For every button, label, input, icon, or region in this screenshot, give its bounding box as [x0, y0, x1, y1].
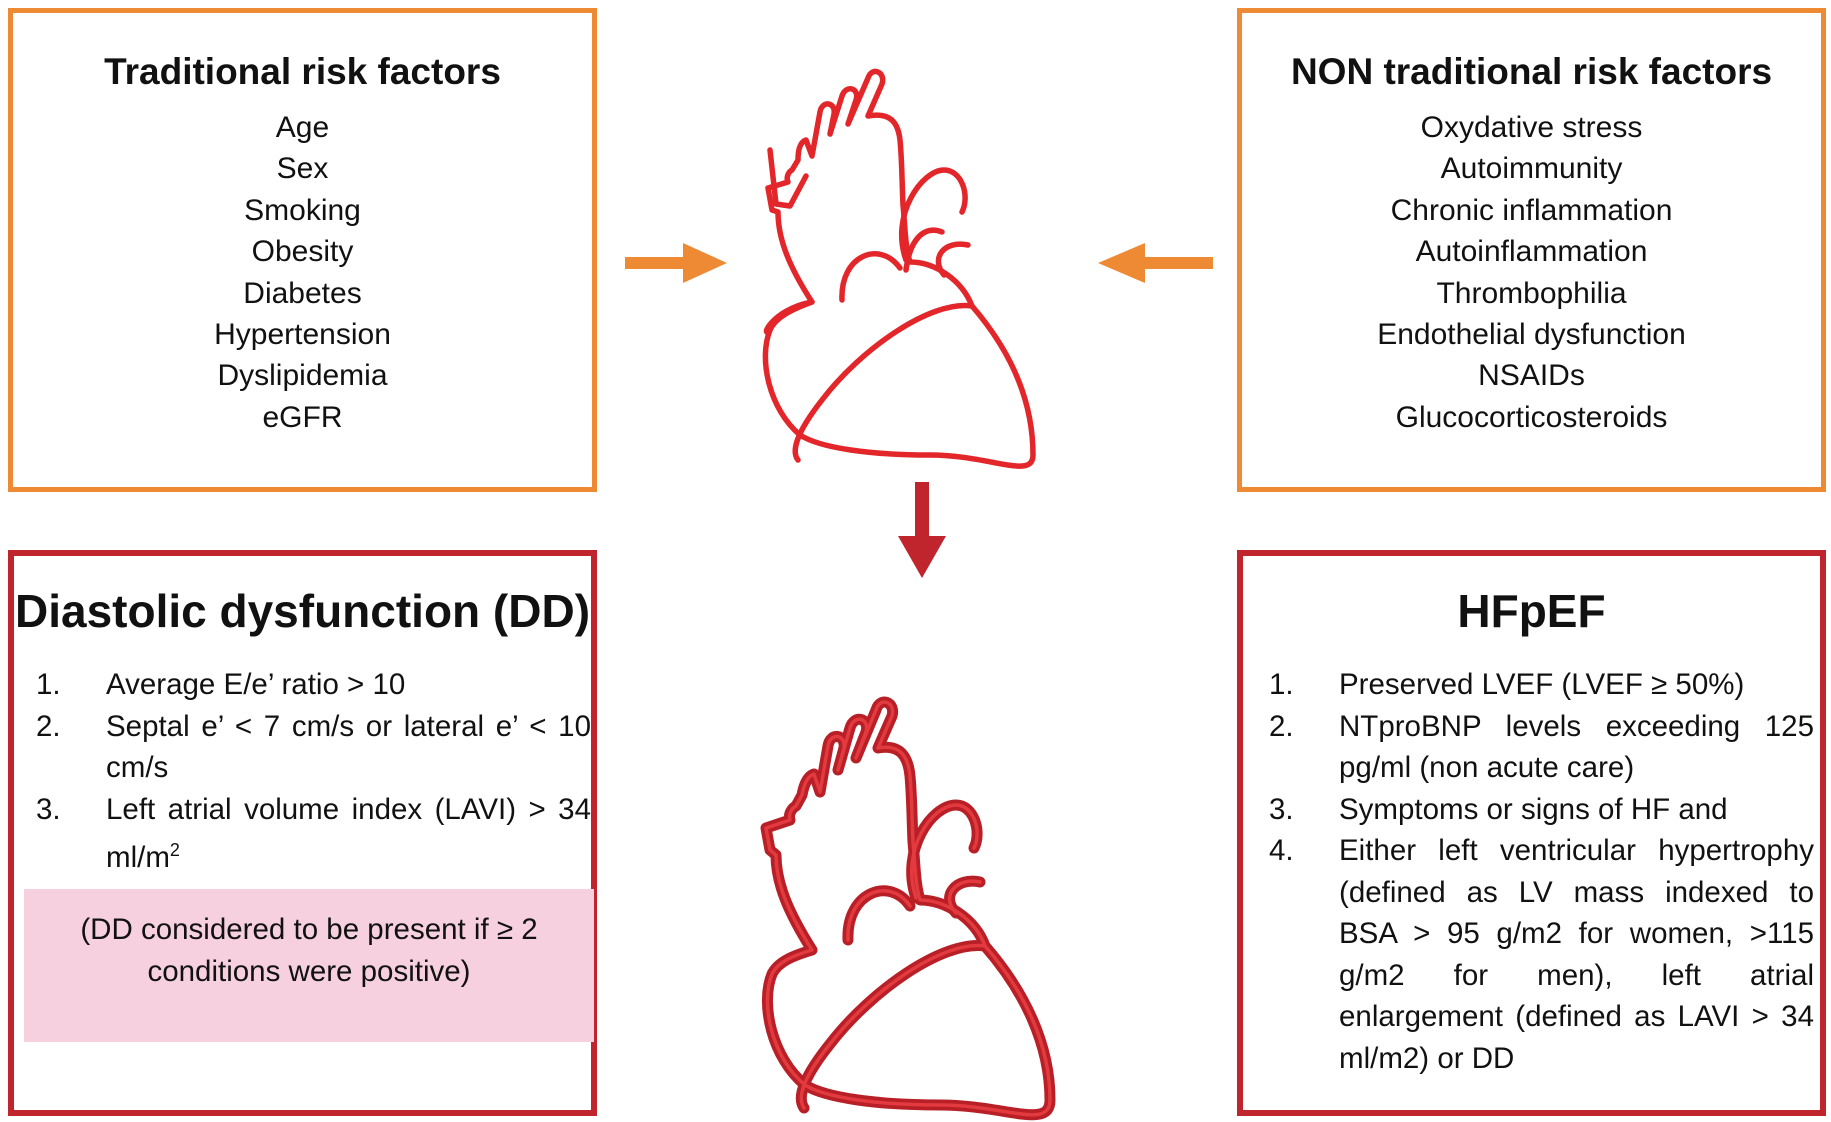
item-text: Either left ventricular hypertrophy (def…	[1339, 834, 1814, 1075]
item-number: 2.	[1269, 709, 1294, 743]
item-text: Septal e’ < 7 cm/s or lateral e’ < 10 cm…	[106, 709, 591, 785]
arrow-left-icon	[1098, 243, 1213, 283]
list-item: Sex	[276, 152, 329, 186]
traditional-title: Traditional risk factors	[104, 51, 501, 92]
hfpef-title: HFpEF	[1457, 585, 1606, 637]
list-item: 4. Either left ventricular hypertrophy (…	[1269, 830, 1814, 1079]
item-text: Left atrial volume index (LAVI) > 34 ml/…	[106, 792, 591, 874]
item-text: Average E/e’ ratio > 10	[106, 668, 406, 701]
list-item: Thrombophilia	[1436, 276, 1627, 310]
traditional-risk-factors-box: Traditional risk factors Age Sex Smoking…	[8, 8, 597, 492]
diastolic-dysfunction-box: Diastolic dysfunction (DD) 1. Average E/…	[8, 550, 597, 1116]
arrow-right-icon	[625, 243, 727, 283]
list-item: Dyslipidemia	[217, 359, 388, 393]
dd-note: (DD considered to be present if ≥ 2 cond…	[80, 913, 538, 988]
list-item: Diabetes	[243, 276, 362, 310]
list-item: 1. Preserved LVEF (LVEF ≥ 50%)	[1269, 664, 1814, 706]
list-item: Oxydative stress	[1420, 111, 1643, 144]
heart-filled-outline-icon	[760, 696, 1056, 1121]
list-item: 1. Average E/e’ ratio > 10	[36, 664, 591, 706]
list-item: Smoking	[244, 193, 361, 227]
list-item: Glucocorticosteroids	[1395, 400, 1668, 434]
item-text: Preserved LVEF (LVEF ≥ 50%)	[1339, 668, 1745, 701]
item-number: 4.	[1269, 834, 1294, 867]
item-text: Symptoms or signs of HF and	[1339, 792, 1728, 826]
list-item: 2. NTproBNP levels exceeding 125 pg/ml (…	[1269, 706, 1814, 789]
list-item: 3. Symptoms or signs of HF and	[1269, 789, 1814, 831]
item-number: 1.	[36, 668, 61, 701]
list-item: 2. Septal e’ < 7 cm/s or lateral e’ < 10…	[36, 706, 591, 789]
dd-note-box: (DD considered to be present if ≥ 2 cond…	[24, 889, 594, 1042]
hfpef-criteria-list: 1. Preserved LVEF (LVEF ≥ 50%) 2. NTproB…	[1269, 664, 1814, 1079]
dd-title: Diastolic dysfunction (DD)	[14, 585, 591, 637]
hfpef-box: HFpEF 1. Preserved LVEF (LVEF ≥ 50%) 2. …	[1237, 550, 1826, 1116]
traditional-list: Age Sex Smoking Obesity Diabetes Hyperte…	[13, 107, 592, 438]
list-item: Chronic inflammation	[1390, 193, 1673, 227]
heart-outline-icon	[762, 68, 1036, 469]
list-item: Hypertension	[214, 318, 391, 352]
superscript: 2	[169, 840, 180, 860]
arrow-down-icon	[898, 482, 946, 578]
item-number: 3.	[36, 792, 61, 826]
non-traditional-risk-factors-box: NON traditional risk factors Oxydative s…	[1237, 8, 1826, 492]
item-number: 2.	[36, 709, 61, 743]
list-item: Autoinflammation	[1415, 235, 1648, 269]
non-traditional-list: Oxydative stress Autoimmunity Chronic in…	[1242, 107, 1821, 438]
list-item: 3. Left atrial volume index (LAVI) > 34 …	[36, 789, 591, 879]
item-number: 3.	[1269, 792, 1294, 826]
item-number: 1.	[1269, 668, 1294, 701]
list-item: eGFR	[262, 400, 343, 434]
list-item: NSAIDs	[1478, 359, 1585, 393]
item-text: NTproBNP levels exceeding 125 pg/ml (non…	[1339, 709, 1814, 785]
list-item: Autoimmunity	[1440, 152, 1623, 186]
list-item: Age	[275, 111, 330, 144]
dd-criteria-list: 1. Average E/e’ ratio > 10 2. Septal e’ …	[36, 664, 591, 878]
non-traditional-title: NON traditional risk factors	[1290, 51, 1773, 92]
list-item: Obesity	[251, 235, 354, 269]
list-item: Endothelial dysfunction	[1377, 318, 1686, 352]
